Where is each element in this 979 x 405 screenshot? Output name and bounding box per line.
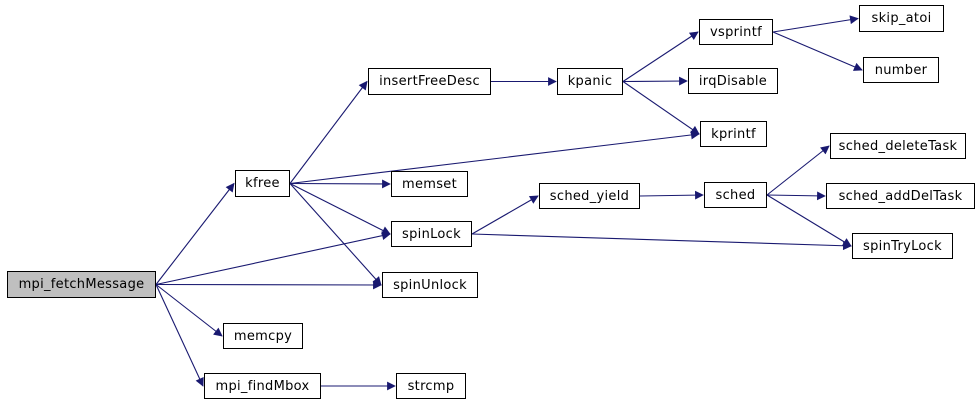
node-label-strcmp: strcmp bbox=[407, 378, 455, 394]
node-vsprintf[interactable]: vsprintf bbox=[699, 19, 773, 45]
node-kfree[interactable]: kfree bbox=[235, 170, 290, 197]
node-label-number: number bbox=[874, 62, 928, 78]
edge-kfree-to-kprintf bbox=[289, 130, 700, 185]
node-spinUnlock[interactable]: spinUnlock bbox=[382, 272, 478, 298]
edge-sched_yield-to-sched bbox=[639, 190, 704, 200]
edge-mpi_fetchMessage-to-memcpy bbox=[155, 284, 223, 337]
node-spinLock[interactable]: spinLock bbox=[391, 221, 472, 247]
edge-spinLock-to-sched_yield bbox=[471, 195, 539, 235]
node-label-sched: sched bbox=[715, 187, 756, 203]
node-mpi_findMbox[interactable]: mpi_findMbox bbox=[204, 373, 321, 399]
node-label-kpanic: kpanic bbox=[567, 74, 613, 89]
node-skip_atoi[interactable]: skip_atoi bbox=[859, 5, 944, 32]
node-label-kfree: kfree bbox=[245, 176, 280, 191]
edge-mpi_fetchMessage-to-spinUnlock bbox=[155, 280, 382, 290]
node-label-sched_deleteTask: sched_deleteTask bbox=[838, 138, 958, 154]
node-sched_addDelTask[interactable]: sched_addDelTask bbox=[826, 183, 975, 209]
node-label-mpi_findMbox: mpi_findMbox bbox=[215, 378, 310, 394]
node-label-irqDisable: irqDisable bbox=[698, 73, 768, 89]
node-irqDisable[interactable]: irqDisable bbox=[688, 68, 778, 94]
edge-kfree-to-memset bbox=[289, 179, 391, 189]
edge-kpanic-to-irqDisable bbox=[622, 76, 688, 86]
edge-mpi_fetchMessage-to-kfree bbox=[155, 182, 235, 285]
node-label-insertFreeDesc: insertFreeDesc bbox=[379, 74, 480, 89]
node-label-vsprintf: vsprintf bbox=[710, 24, 762, 40]
node-label-memcpy: memcpy bbox=[233, 328, 293, 344]
node-kprintf[interactable]: kprintf bbox=[700, 121, 767, 147]
node-memset[interactable]: memset bbox=[391, 171, 468, 197]
node-label-sched_addDelTask: sched_addDelTask bbox=[838, 188, 963, 204]
edge-vsprintf-to-skip_atoi bbox=[772, 15, 859, 33]
edge-sched-to-sched_deleteTask bbox=[766, 145, 830, 196]
node-insertFreeDesc[interactable]: insertFreeDesc bbox=[368, 68, 491, 95]
node-kpanic[interactable]: kpanic bbox=[557, 68, 623, 95]
node-label-spinUnlock: spinUnlock bbox=[393, 277, 467, 293]
node-label-sched_yield: sched_yield bbox=[549, 188, 630, 204]
node-spinTryLock[interactable]: spinTryLock bbox=[852, 233, 953, 259]
node-label-spinTryLock: spinTryLock bbox=[863, 238, 942, 254]
node-label-skip_atoi: skip_atoi bbox=[871, 11, 932, 26]
edge-kfree-to-spinUnlock bbox=[289, 183, 382, 286]
edge-kpanic-to-kprintf bbox=[622, 81, 700, 135]
node-sched_deleteTask[interactable]: sched_deleteTask bbox=[830, 133, 966, 159]
edge-spinLock-to-spinTryLock bbox=[471, 233, 852, 251]
node-sched_yield[interactable]: sched_yield bbox=[539, 183, 640, 209]
edge-vsprintf-to-number bbox=[772, 31, 863, 71]
edge-kfree-to-insertFreeDesc bbox=[289, 80, 368, 184]
node-label-mpi_fetchMessage: mpi_fetchMessage bbox=[18, 277, 145, 292]
node-mpi_fetchMessage: mpi_fetchMessage bbox=[7, 271, 156, 298]
node-label-spinLock: spinLock bbox=[402, 226, 461, 242]
edge-mpi_fetchMessage-to-mpi_findMbox bbox=[155, 284, 204, 387]
edge-mpi_fetchMessage-to-spinLock bbox=[155, 231, 391, 286]
edge-kpanic-to-vsprintf bbox=[622, 31, 699, 82]
node-label-kprintf: kprintf bbox=[711, 126, 756, 142]
node-memcpy[interactable]: memcpy bbox=[223, 323, 303, 349]
node-sched[interactable]: sched bbox=[704, 182, 767, 208]
node-strcmp[interactable]: strcmp bbox=[396, 373, 466, 399]
edge-sched-to-spinTryLock bbox=[766, 194, 852, 247]
node-number[interactable]: number bbox=[863, 57, 939, 83]
node-label-memset: memset bbox=[402, 176, 457, 192]
edge-sched-to-sched_addDelTask bbox=[766, 191, 826, 201]
edge-kfree-to-spinLock bbox=[289, 183, 391, 235]
